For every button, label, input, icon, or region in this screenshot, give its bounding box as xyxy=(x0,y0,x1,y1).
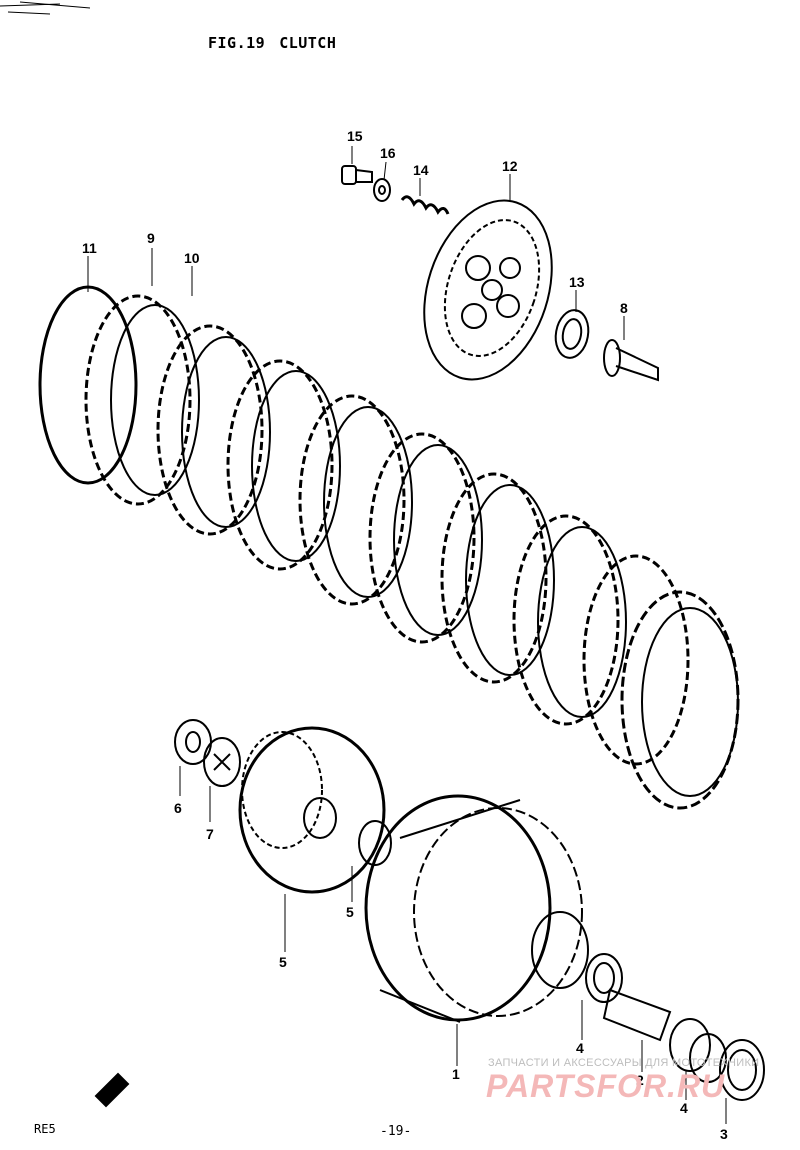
callout-15: 15 xyxy=(347,128,363,144)
figure-caption: CLUTCH xyxy=(279,34,337,52)
corner-scan-noise xyxy=(0,1,91,15)
clutch-housing-1 xyxy=(364,794,589,1023)
thrust-washer-5 xyxy=(358,820,392,866)
callout-4-spacer: 4 xyxy=(576,1040,584,1056)
washer-16 xyxy=(373,178,391,202)
callout-12: 12 xyxy=(502,158,518,174)
callout-5-washer: 5 xyxy=(346,904,354,920)
figure-title: FIG.19 CLUTCH xyxy=(208,34,336,52)
callout-7: 7 xyxy=(206,826,214,842)
pressure-plate-12 xyxy=(423,199,553,381)
callout-5-hub: 5 xyxy=(279,954,287,970)
callout-14: 14 xyxy=(413,162,429,178)
model-code: RE5 xyxy=(34,1122,56,1136)
callout-9: 9 xyxy=(147,230,155,246)
spacer-2 xyxy=(602,988,672,1042)
callout-2: 2 xyxy=(636,1072,644,1088)
callout-16: 16 xyxy=(380,145,396,161)
spacer-4 xyxy=(585,953,623,1003)
callout-8: 8 xyxy=(620,300,628,316)
push-piece-8 xyxy=(603,339,659,382)
figure-number: FIG.19 xyxy=(208,34,266,52)
callout-6: 6 xyxy=(174,800,182,816)
bearing-13 xyxy=(554,309,590,359)
callout-1: 1 xyxy=(452,1066,460,1082)
bolt-15 xyxy=(341,165,373,185)
callout-11: 11 xyxy=(82,240,97,256)
watermark-logo: PARTSFOR.RU xyxy=(486,1068,726,1104)
watermark-tagline: ЗАПЧАСТИ И АКСЕССУАРЫ ДЛЯ МОТОТЕХНИКИ xyxy=(488,1057,760,1069)
clutch-sleeve-hub-5 xyxy=(238,726,386,894)
callout-3: 3 xyxy=(720,1126,728,1142)
nut-6 xyxy=(174,719,212,765)
callout-13: 13 xyxy=(569,274,585,290)
leader-lines xyxy=(87,146,727,1124)
callout-10: 10 xyxy=(184,250,200,266)
clutch-plate-stack xyxy=(38,285,740,810)
washer-3 xyxy=(719,1039,765,1101)
washer-7 xyxy=(203,737,241,787)
page-number: -19- xyxy=(380,1124,412,1139)
front-arrow-icon xyxy=(94,1072,130,1108)
washer-4 xyxy=(669,1018,727,1083)
callout-4-washer: 4 xyxy=(680,1100,688,1116)
spring-14 xyxy=(400,195,450,215)
